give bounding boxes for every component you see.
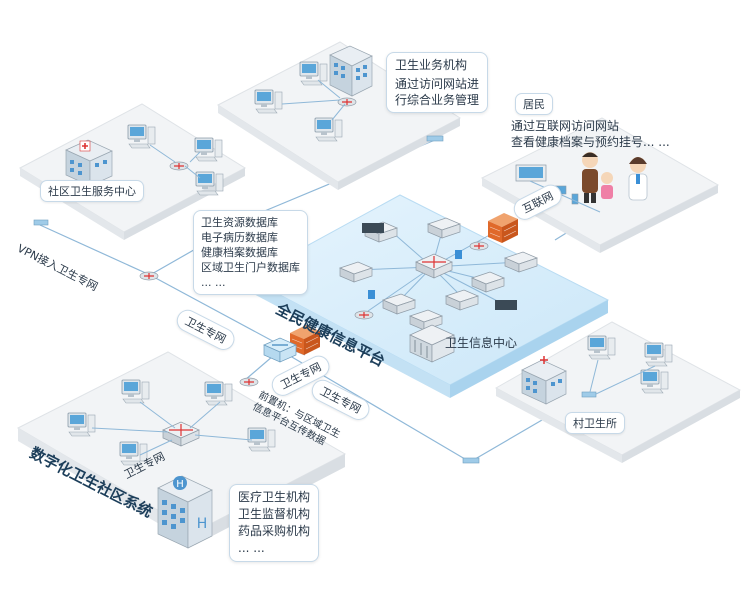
resident-desc-line: 查看健康档案与预约挂号... ... [511,135,670,149]
business-org-callout: 卫生业务机构 通过访问网站进 行综合业务管理 [386,52,489,113]
router-icon [354,310,374,320]
modem-icon [581,391,597,398]
modem-icon [33,219,49,226]
hospital-h-building-icon: H H [157,475,213,549]
office-building-icon [329,45,373,97]
storage-icon [495,300,517,310]
platform-devices [339,212,538,363]
resident-title: 居民 [515,93,553,115]
svg-text:H: H [197,516,208,532]
vpn-router-icon [139,271,159,281]
core-switch-icon [415,253,453,279]
resident-desc-line: 通过互联网访问网站 [511,119,620,133]
database-item: 区域卫生门户数据库 [201,261,300,274]
database-item: 电子病历数据库 [201,231,278,244]
router-icon [239,377,259,387]
resident-panel [480,117,720,253]
business-org-panel [217,41,461,190]
computer-icon [195,171,224,196]
info-center-building-icon [409,324,455,363]
org-list: 医疗卫生机构 卫生监督机构 药品采购机构 ... ... [229,484,320,562]
clinic-building-icon [521,356,567,405]
modem-icon [426,135,444,142]
hospital-building-icon [65,139,113,187]
village-clinic-panel [494,321,742,463]
info-center-label: 卫生信息中心 [445,336,518,350]
database-list: 卫生资源数据库 电子病历数据库 健康档案数据库 区域卫生门户数据库 ... ..… [193,210,308,295]
org-item: 药品采购机构 [238,524,311,538]
database-item: 卫生资源数据库 [201,216,278,229]
database-item: 健康档案数据库 [201,246,278,259]
business-org-title: 卫生业务机构 [395,58,468,72]
storage-icon [362,223,384,233]
platform-slab [246,194,610,398]
lock-icon [368,290,375,299]
business-org-desc-line: 行综合业务管理 [395,93,480,107]
phone-icon [571,193,579,205]
resident-desc: 通过互联网访问网站 查看健康档案与预约挂号... ... [511,118,670,150]
community-center-label: 社区卫生服务中心 [40,180,144,202]
svg-text:H: H [176,479,184,490]
org-item: 医疗卫生机构 [238,490,311,504]
modem-icon [462,457,480,464]
database-item: ... ... [201,276,226,289]
business-org-desc-line: 通过访问网站进 [395,77,480,91]
org-item: ... ... [238,541,265,555]
frontend-switch-icon [263,337,297,363]
family-people-icon [582,152,648,203]
core-switch-icon [162,421,200,447]
switch-icon [337,97,357,107]
village-clinic-label: 村卫生所 [565,412,625,434]
lock-icon [455,250,462,259]
router-icon [469,241,489,251]
firewall-icon [487,212,519,244]
org-item: 卫生监督机构 [238,507,311,521]
